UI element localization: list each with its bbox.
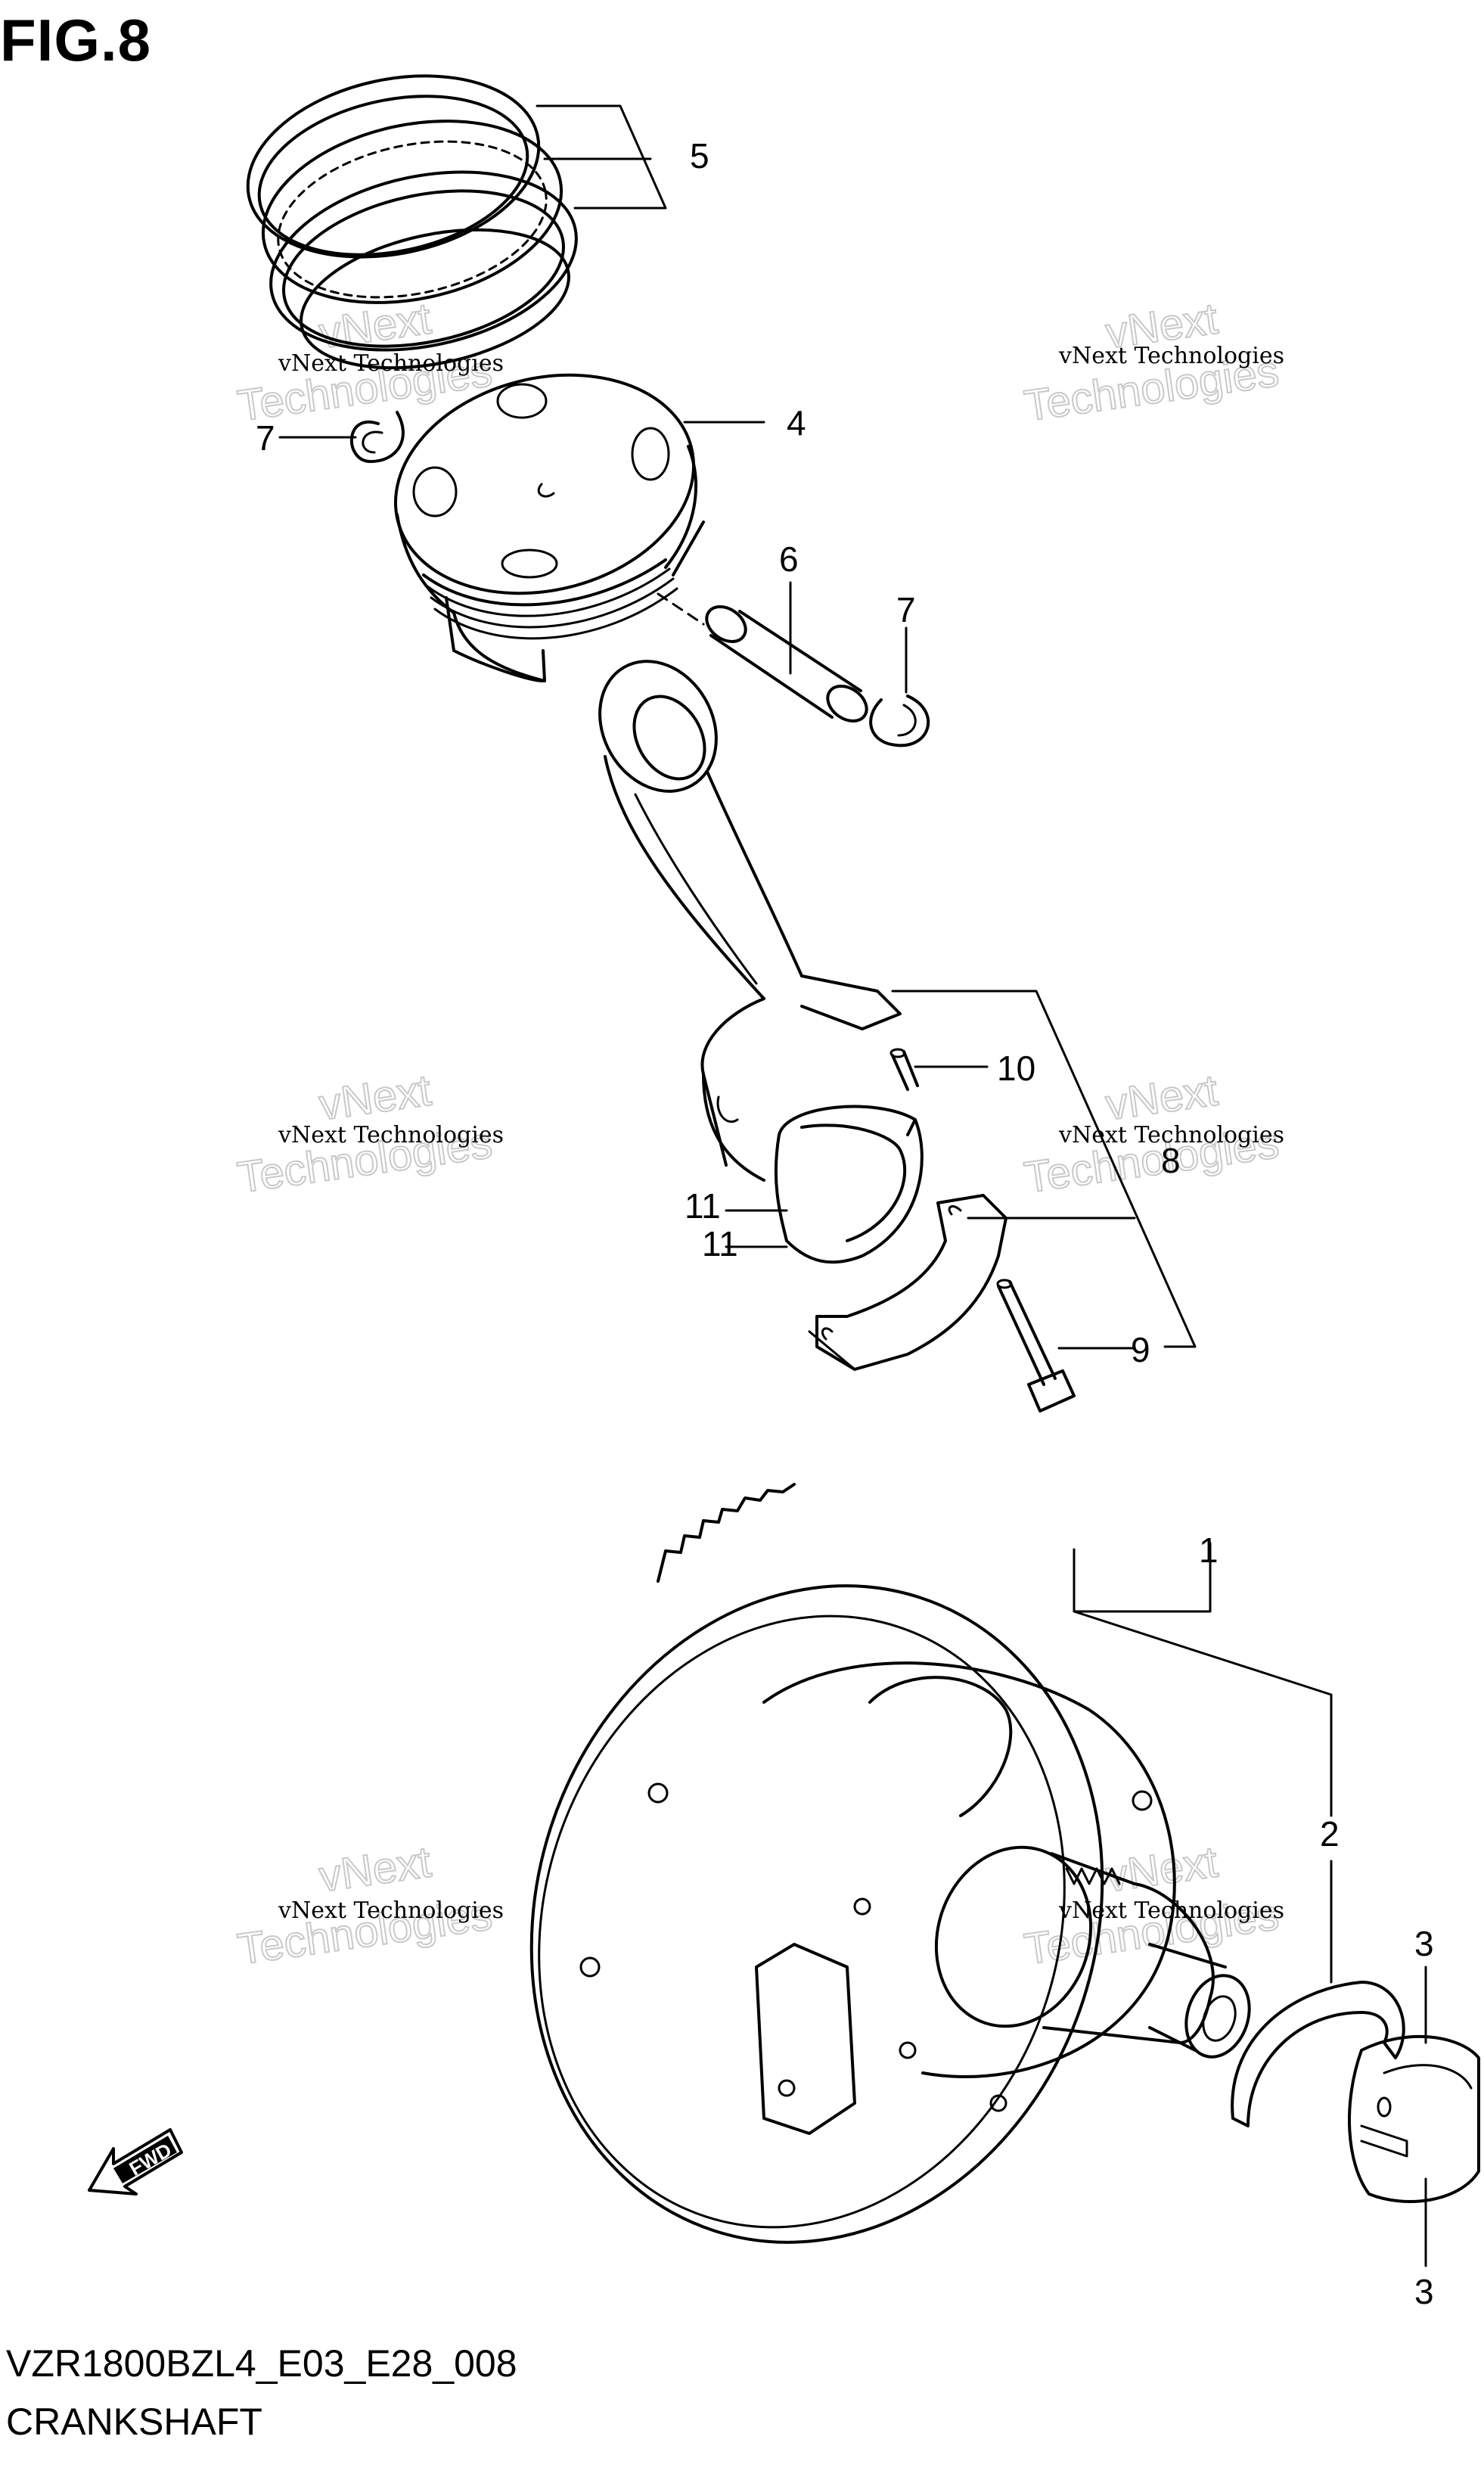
leader-lines <box>278 104 1427 2267</box>
piston-pin <box>705 605 868 723</box>
svg-text:vNext: vNext <box>1103 1065 1221 1130</box>
figure-title: FIG.8 <box>0 7 152 73</box>
callout-2: 2 <box>1320 1814 1340 1854</box>
diagram-code: VZR1800BZL4_E03_E28_008 <box>6 2342 517 2385</box>
crankshaft <box>529 1483 1251 2244</box>
watermark-text-2: vNext Technologies <box>1058 343 1284 369</box>
callout-10: 10 <box>997 1049 1035 1088</box>
callout-7-right: 7 <box>896 590 916 629</box>
fwd-arrow-icon: FWD <box>88 2128 183 2196</box>
watermark-text-1: vNext Technologies <box>278 350 504 377</box>
callout-6: 6 <box>779 539 799 579</box>
callout-3-bottom: 3 <box>1414 2272 1434 2311</box>
conrod-cap <box>808 1194 1007 1371</box>
diagram-name: CRANKSHAFT <box>6 2401 262 2443</box>
callout-5: 5 <box>690 136 709 176</box>
svg-text:vNext: vNext <box>316 1837 434 1901</box>
callout-8: 8 <box>1161 1141 1181 1180</box>
circlip-right <box>869 695 930 747</box>
callout-11-lower: 11 <box>702 1224 738 1263</box>
circlip-left <box>349 411 405 463</box>
callout-4: 4 <box>787 403 806 443</box>
watermark-text-3: vNext Technologies <box>278 1122 504 1148</box>
dowel-pin <box>889 1048 919 1091</box>
piston <box>394 373 705 682</box>
callout-11-upper: 11 <box>685 1186 721 1226</box>
callout-3-top: 3 <box>1414 1924 1434 1963</box>
connecting-rod <box>598 660 902 1182</box>
callout-7-left: 7 <box>256 418 275 458</box>
piston-rings <box>246 74 578 370</box>
main-bearings <box>1348 2034 1480 2203</box>
callout-9: 9 <box>1131 1330 1150 1369</box>
callout-1: 1 <box>1199 1531 1219 1570</box>
conrod-bolt <box>996 1279 1076 1412</box>
svg-text:vNext: vNext <box>1103 1837 1221 1901</box>
conrod-bearings <box>774 1105 924 1264</box>
svg-text:vNext: vNext <box>316 1065 434 1130</box>
watermark-text-5: vNext Technologies <box>278 1897 504 1924</box>
